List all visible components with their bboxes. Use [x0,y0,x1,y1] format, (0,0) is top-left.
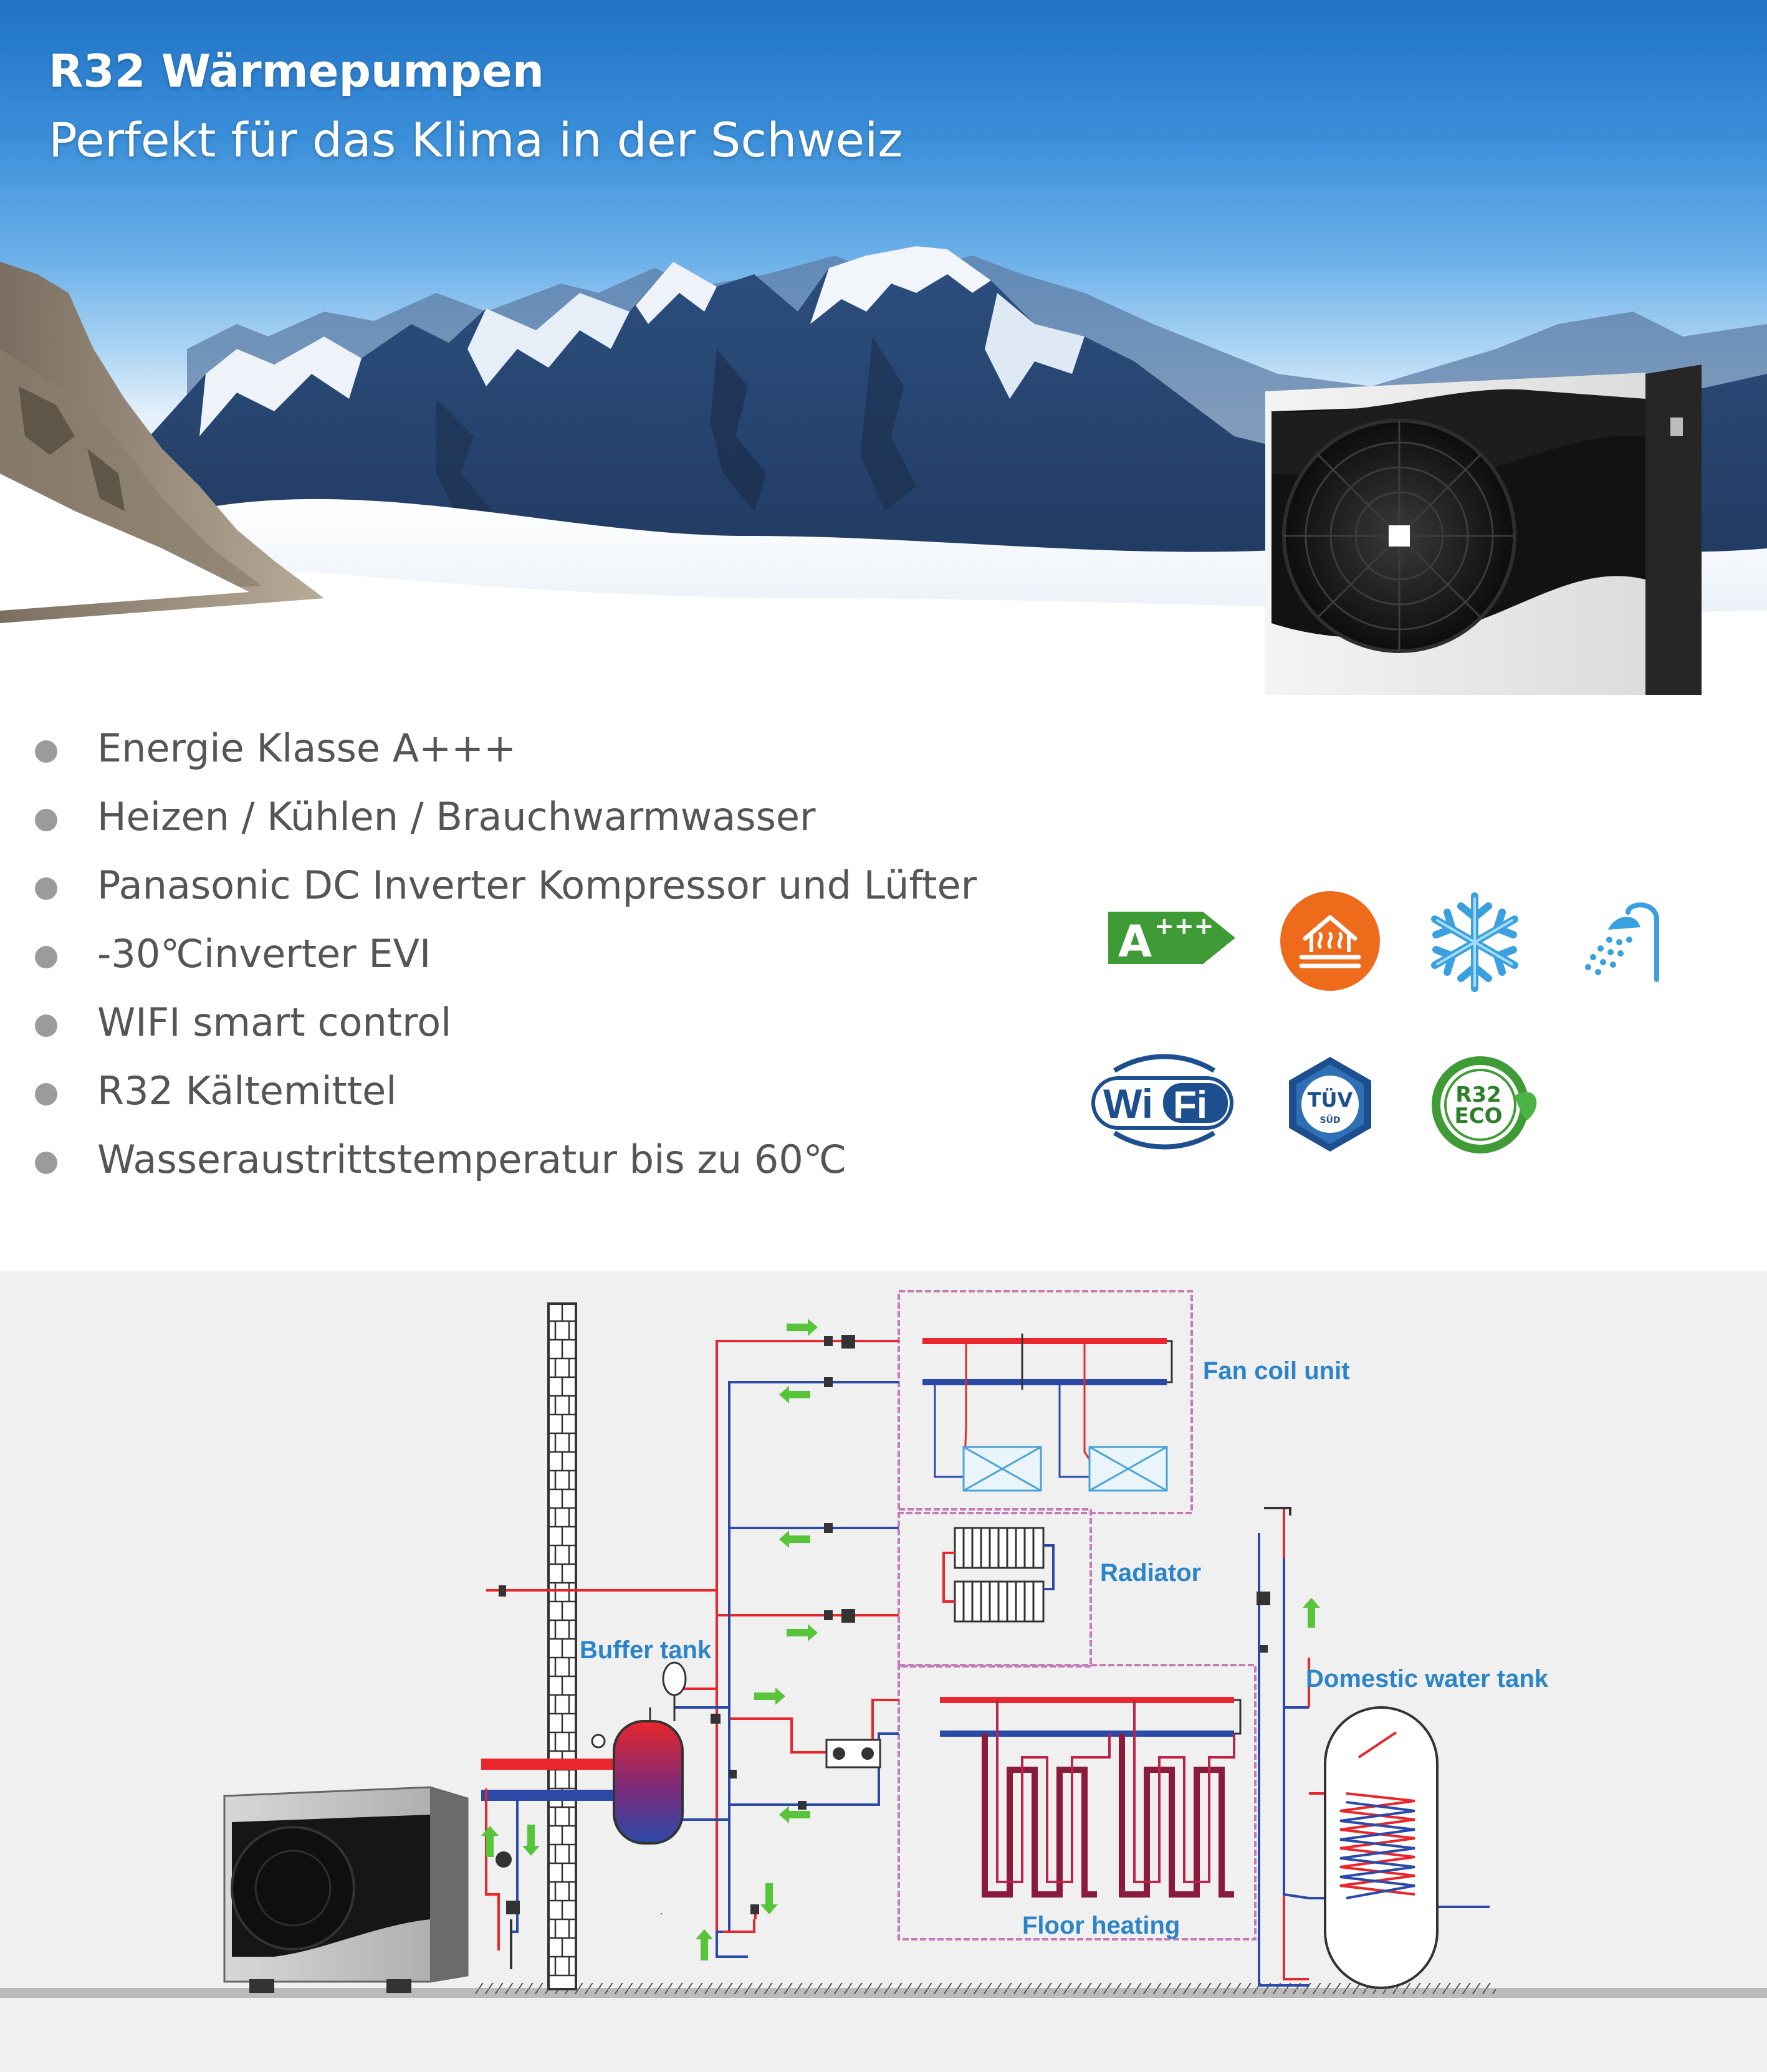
feature-text: WIFI smart control [97,1000,452,1045]
feature-item: Panasonic DC Inverter Kompressor und Lüf… [0,854,1091,922]
bullet-icon [35,1083,57,1105]
floor-heating-unit [940,1697,1242,1898]
hero-title: R32 Wärmepumpen [49,45,544,97]
tuv-certification-icon: TÜV SÜD [1280,1054,1380,1154]
bullet-icon [35,946,57,968]
energy-label-letter: A [1118,916,1152,967]
domestic-water-tank-label: Domestic water tank [1306,1665,1549,1692]
feature-text: Wasseraustrittstemperatur bis zu 60℃ [97,1137,847,1182]
energy-class-icon: A +++ [1103,907,1240,969]
mountain-scene [0,246,1767,695]
feature-text: -30℃inverter EVI [97,931,431,976]
energy-label-plus: +++ [1154,912,1214,940]
floor-heating-zone [898,1664,1257,1941]
r32-text: R32 [1455,1082,1501,1107]
hero-banner: R32 Wärmepumpen Perfekt für das Klima in… [0,0,1767,695]
wifi-icon: Wi Fi [1089,1052,1239,1152]
shower-hot-water-icon [1571,892,1670,992]
heat-pump-unit-image [1265,365,1702,695]
floor-heating-icon [1279,890,1381,992]
flow-arrows [481,1319,1320,1960]
feature-text: R32 Kältemittel [97,1068,397,1114]
feature-item: Wasseraustrittstemperatur bis zu 60℃ [0,1128,1091,1196]
outdoor-heat-pump-unit [223,1786,469,1993]
feature-item: -30℃inverter EVI [0,922,1091,991]
buffer-tank-label: Buffer tank [580,1636,712,1664]
hero-subtitle: Perfekt für das Klima in der Schweiz [49,112,903,168]
bullet-icon [35,809,57,831]
bullet-icon [35,1152,57,1174]
floor-heating-label: Floor heating [1022,1912,1180,1939]
domestic-water-tank [1324,1706,1439,1989]
wifi-text-right: Fi [1173,1084,1207,1127]
tuv-sub-text: SÜD [1319,1114,1340,1125]
feature-item: Energie Klasse A+++ [0,717,1091,785]
pipe-network [486,1340,1490,1987]
feature-text: Heizen / Kühlen / Brauchwarmwasser [97,794,816,839]
feature-item: WIFI smart control [0,991,1091,1059]
feature-item: Heizen / Kühlen / Brauchwarmwasser [0,785,1091,854]
radiator-label: Radiator [1100,1559,1202,1587]
feature-item: R32 Kältemittel [0,1059,1091,1128]
wifi-text-left: Wi [1103,1081,1153,1127]
feature-text: Panasonic DC Inverter Kompressor und Lüf… [97,862,977,908]
wall [547,1302,577,1990]
feature-text: Energie Klasse A+++ [97,725,517,771]
valves [496,1335,1270,1914]
fan-coil-zone [898,1290,1193,1514]
bullet-icon [35,1015,57,1037]
bullet-icon [35,877,57,900]
r32-eco-icon: R32 ECO [1427,1052,1546,1158]
tuv-text: TÜV [1308,1088,1353,1112]
fan-coil-unit [922,1334,1173,1492]
installation-diagram: Fan coil unit Radiator Buffer tank Domes… [0,1271,1767,2072]
fan-coil-label: Fan coil unit [1203,1357,1350,1385]
snowflake-cooling-icon [1422,890,1527,995]
radiator-unit [942,1527,1055,1623]
wall-bricks [548,1304,576,1977]
bullet-icon [35,740,57,763]
eco-text: ECO [1454,1104,1502,1129]
buffer-tank [591,1661,687,1845]
